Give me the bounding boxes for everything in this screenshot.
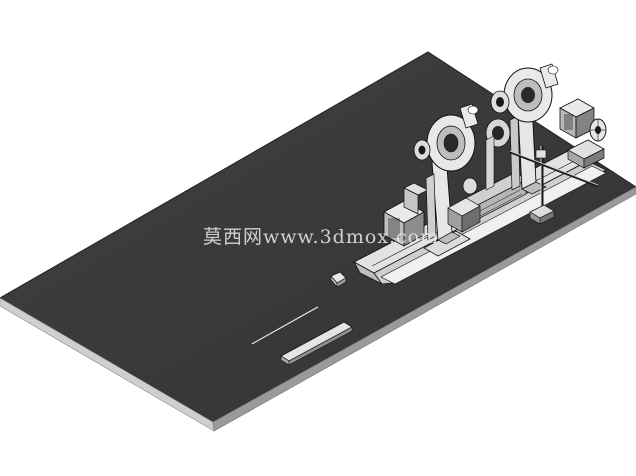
rear-lens-mount bbox=[485, 63, 559, 195]
front-stepper-motor bbox=[383, 182, 429, 247]
rear-end-block bbox=[567, 139, 605, 169]
front-lens-mount bbox=[413, 103, 479, 257]
rear-stepper-motor bbox=[559, 98, 595, 139]
small-block bbox=[330, 271, 347, 288]
support-post bbox=[509, 146, 599, 225]
mid-stepper-motor bbox=[447, 177, 481, 233]
flat-bar bbox=[280, 321, 353, 366]
hand-wheel bbox=[589, 118, 607, 142]
thin-rod bbox=[251, 306, 319, 346]
base-plate bbox=[0, 51, 636, 432]
